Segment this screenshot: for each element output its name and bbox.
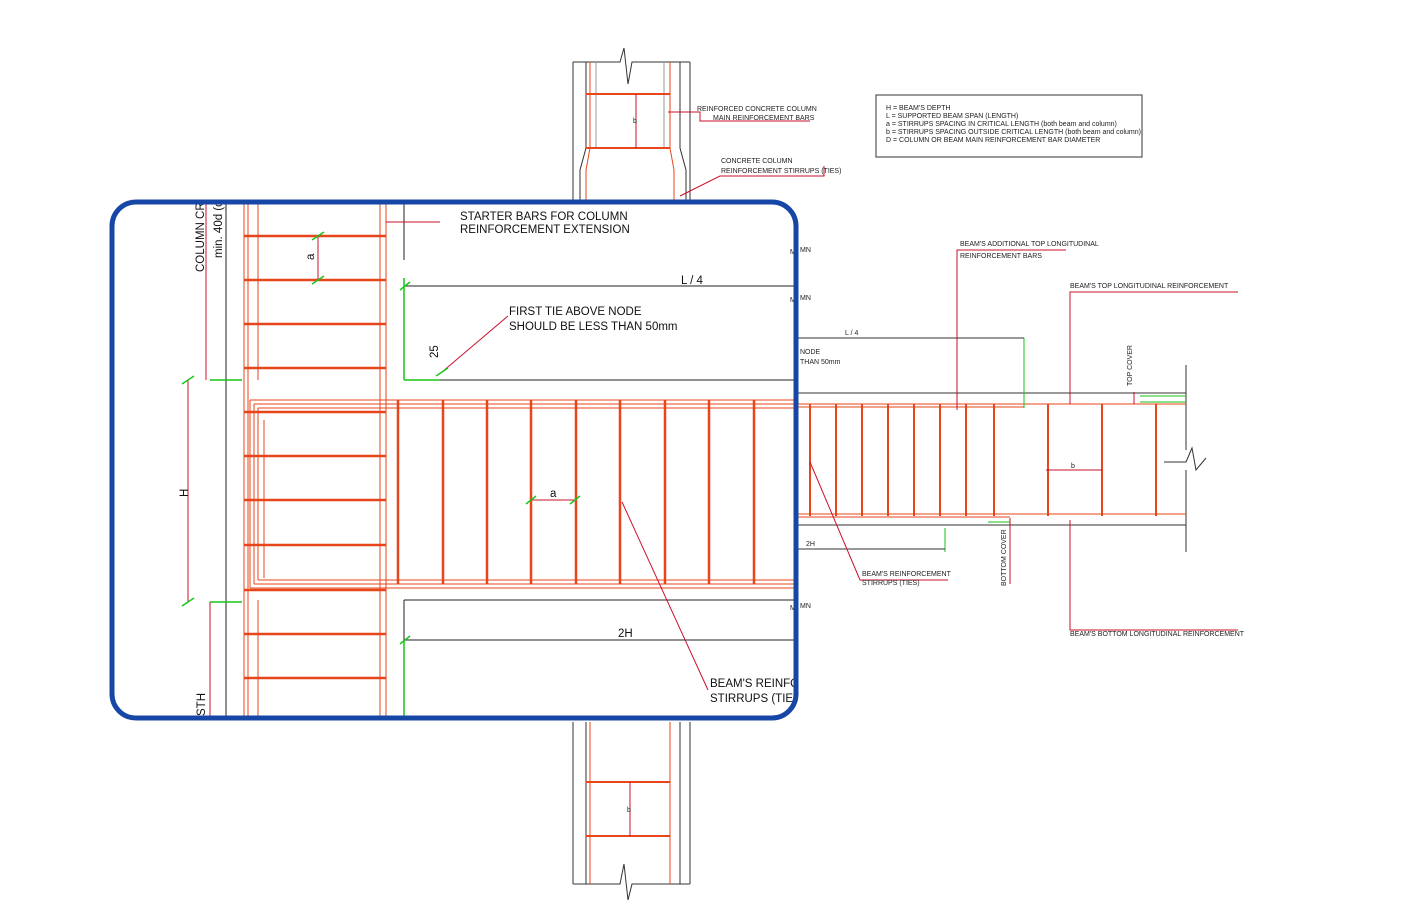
svg-text:THAN 50mm: THAN 50mm (800, 359, 841, 366)
svg-text:NODE: NODE (800, 349, 821, 356)
svg-text:MN: MN (790, 605, 801, 612)
svg-text:REINFORCED CONCRETE COLUMN: REINFORCED CONCRETE COLUMN (697, 106, 817, 113)
inset-frame (109, 199, 799, 721)
leader-lines (668, 111, 1238, 631)
svg-text:BEAM'S ADDITIONAL TOP LONGITUD: BEAM'S ADDITIONAL TOP LONGITUDINAL (960, 241, 1099, 248)
svg-text:BEAM'S TOP LONGITUDINAL REINFO: BEAM'S TOP LONGITUDINAL REINFORCEMENT (1070, 283, 1229, 290)
svg-text:REINFORCEMENT STIRRUPS (TIES): REINFORCEMENT STIRRUPS (TIES) (721, 168, 841, 175)
inset-beam-stirrups-2: STIRRUPS (TIE (710, 693, 793, 705)
background-drawing: b b (572, 47, 1245, 901)
svg-text:MN: MN (800, 295, 811, 302)
svg-text:H = BEAM'S DEPTH: H = BEAM'S DEPTH (886, 105, 951, 112)
svg-text:D = COLUMN OR BEAM MAIN REINFO: D = COLUMN OR BEAM MAIN REINFORCEMENT BA… (886, 137, 1100, 144)
inset-l4-label: L / 4 (681, 275, 704, 287)
starter-bars-label-2: REINFORCEMENT EXTENSION (460, 224, 630, 236)
inset-a-label: a (550, 488, 557, 500)
inset-2h-label: 2H (618, 628, 633, 640)
svg-text:BEAM'S REINFORCEMENT: BEAM'S REINFORCEMENT (862, 571, 952, 578)
beam-longitudinal-bars (796, 403, 1186, 518)
lower-column-stirrups (586, 781, 670, 837)
legend-text: H = BEAM'S DEPTH L = SUPPORTED BEAM SPAN… (886, 105, 1141, 144)
beam-outline (796, 365, 1207, 552)
inset-column-stirrups (244, 234, 386, 680)
svg-text:MN: MN (800, 603, 811, 610)
sth-label: STH (196, 693, 208, 716)
inset-h-label: H (179, 489, 191, 497)
svg-text:b = STIRRUPS SPACING OUTSIDE C: b = STIRRUPS SPACING OUTSIDE CRITICAL LE… (886, 129, 1141, 136)
svg-text:b: b (1071, 463, 1075, 470)
bottom-cover-label: BOTTOM COVER (1001, 529, 1008, 586)
svg-text:a = STIRRUPS SPACING IN CRITIC: a = STIRRUPS SPACING IN CRITICAL LENGTH … (886, 121, 1117, 128)
legend-box (875, 94, 1143, 158)
svg-text:b: b (633, 118, 637, 125)
svg-text:MAIN REINFORCEMENT BARS: MAIN REINFORCEMENT BARS (713, 115, 815, 122)
inset-25-label: 25 (429, 345, 441, 358)
column-cr-label: COLUMN CR (195, 202, 207, 272)
svg-text:MN: MN (790, 297, 801, 304)
svg-text:b: b (627, 807, 631, 814)
svg-text:MN: MN (800, 247, 811, 254)
inset-beam-stirrups (396, 400, 756, 584)
svg-text:REINFORCEMENT BARS: REINFORCEMENT BARS (960, 253, 1042, 260)
cover-marks (944, 338, 1186, 552)
l4-label: L / 4 (845, 330, 858, 337)
svg-text:CONCRETE COLUMN: CONCRETE COLUMN (721, 158, 793, 165)
lower-column (572, 722, 691, 901)
upper-column (572, 47, 691, 200)
zoomed-inset: STARTER BARS FOR COLUMN REINFORCEMENT EX… (112, 201, 801, 718)
inset-a2-label: a (305, 253, 317, 260)
top-cover-label: TOP COVER (1127, 345, 1134, 386)
inset-beam-stirrups-1: BEAM'S REINFO (710, 678, 799, 690)
first-tie-label-2: SHOULD BE LESS THAN 50mm (509, 321, 678, 333)
starter-bars-label-1: STARTER BARS FOR COLUMN (460, 211, 628, 223)
svg-text:MN: MN (790, 249, 801, 256)
beam-stirrups (809, 404, 1157, 516)
svg-text:L = SUPPORTED BEAM SPAN (LENGT: L = SUPPORTED BEAM SPAN (LENGTH) (886, 113, 1018, 120)
svg-text:STIRRUPS (TIES): STIRRUPS (TIES) (862, 580, 920, 587)
first-tie-label-1: FIRST TIE ABOVE NODE (509, 306, 642, 318)
2h-label: 2H (806, 541, 815, 548)
upper-column-stirrups (586, 93, 670, 149)
svg-text:BEAM'S BOTTOM LONGITUDINAL REI: BEAM'S BOTTOM LONGITUDINAL REINFORCEMENT (1070, 631, 1245, 638)
min-40d-label: min. 40d (c (213, 201, 225, 258)
